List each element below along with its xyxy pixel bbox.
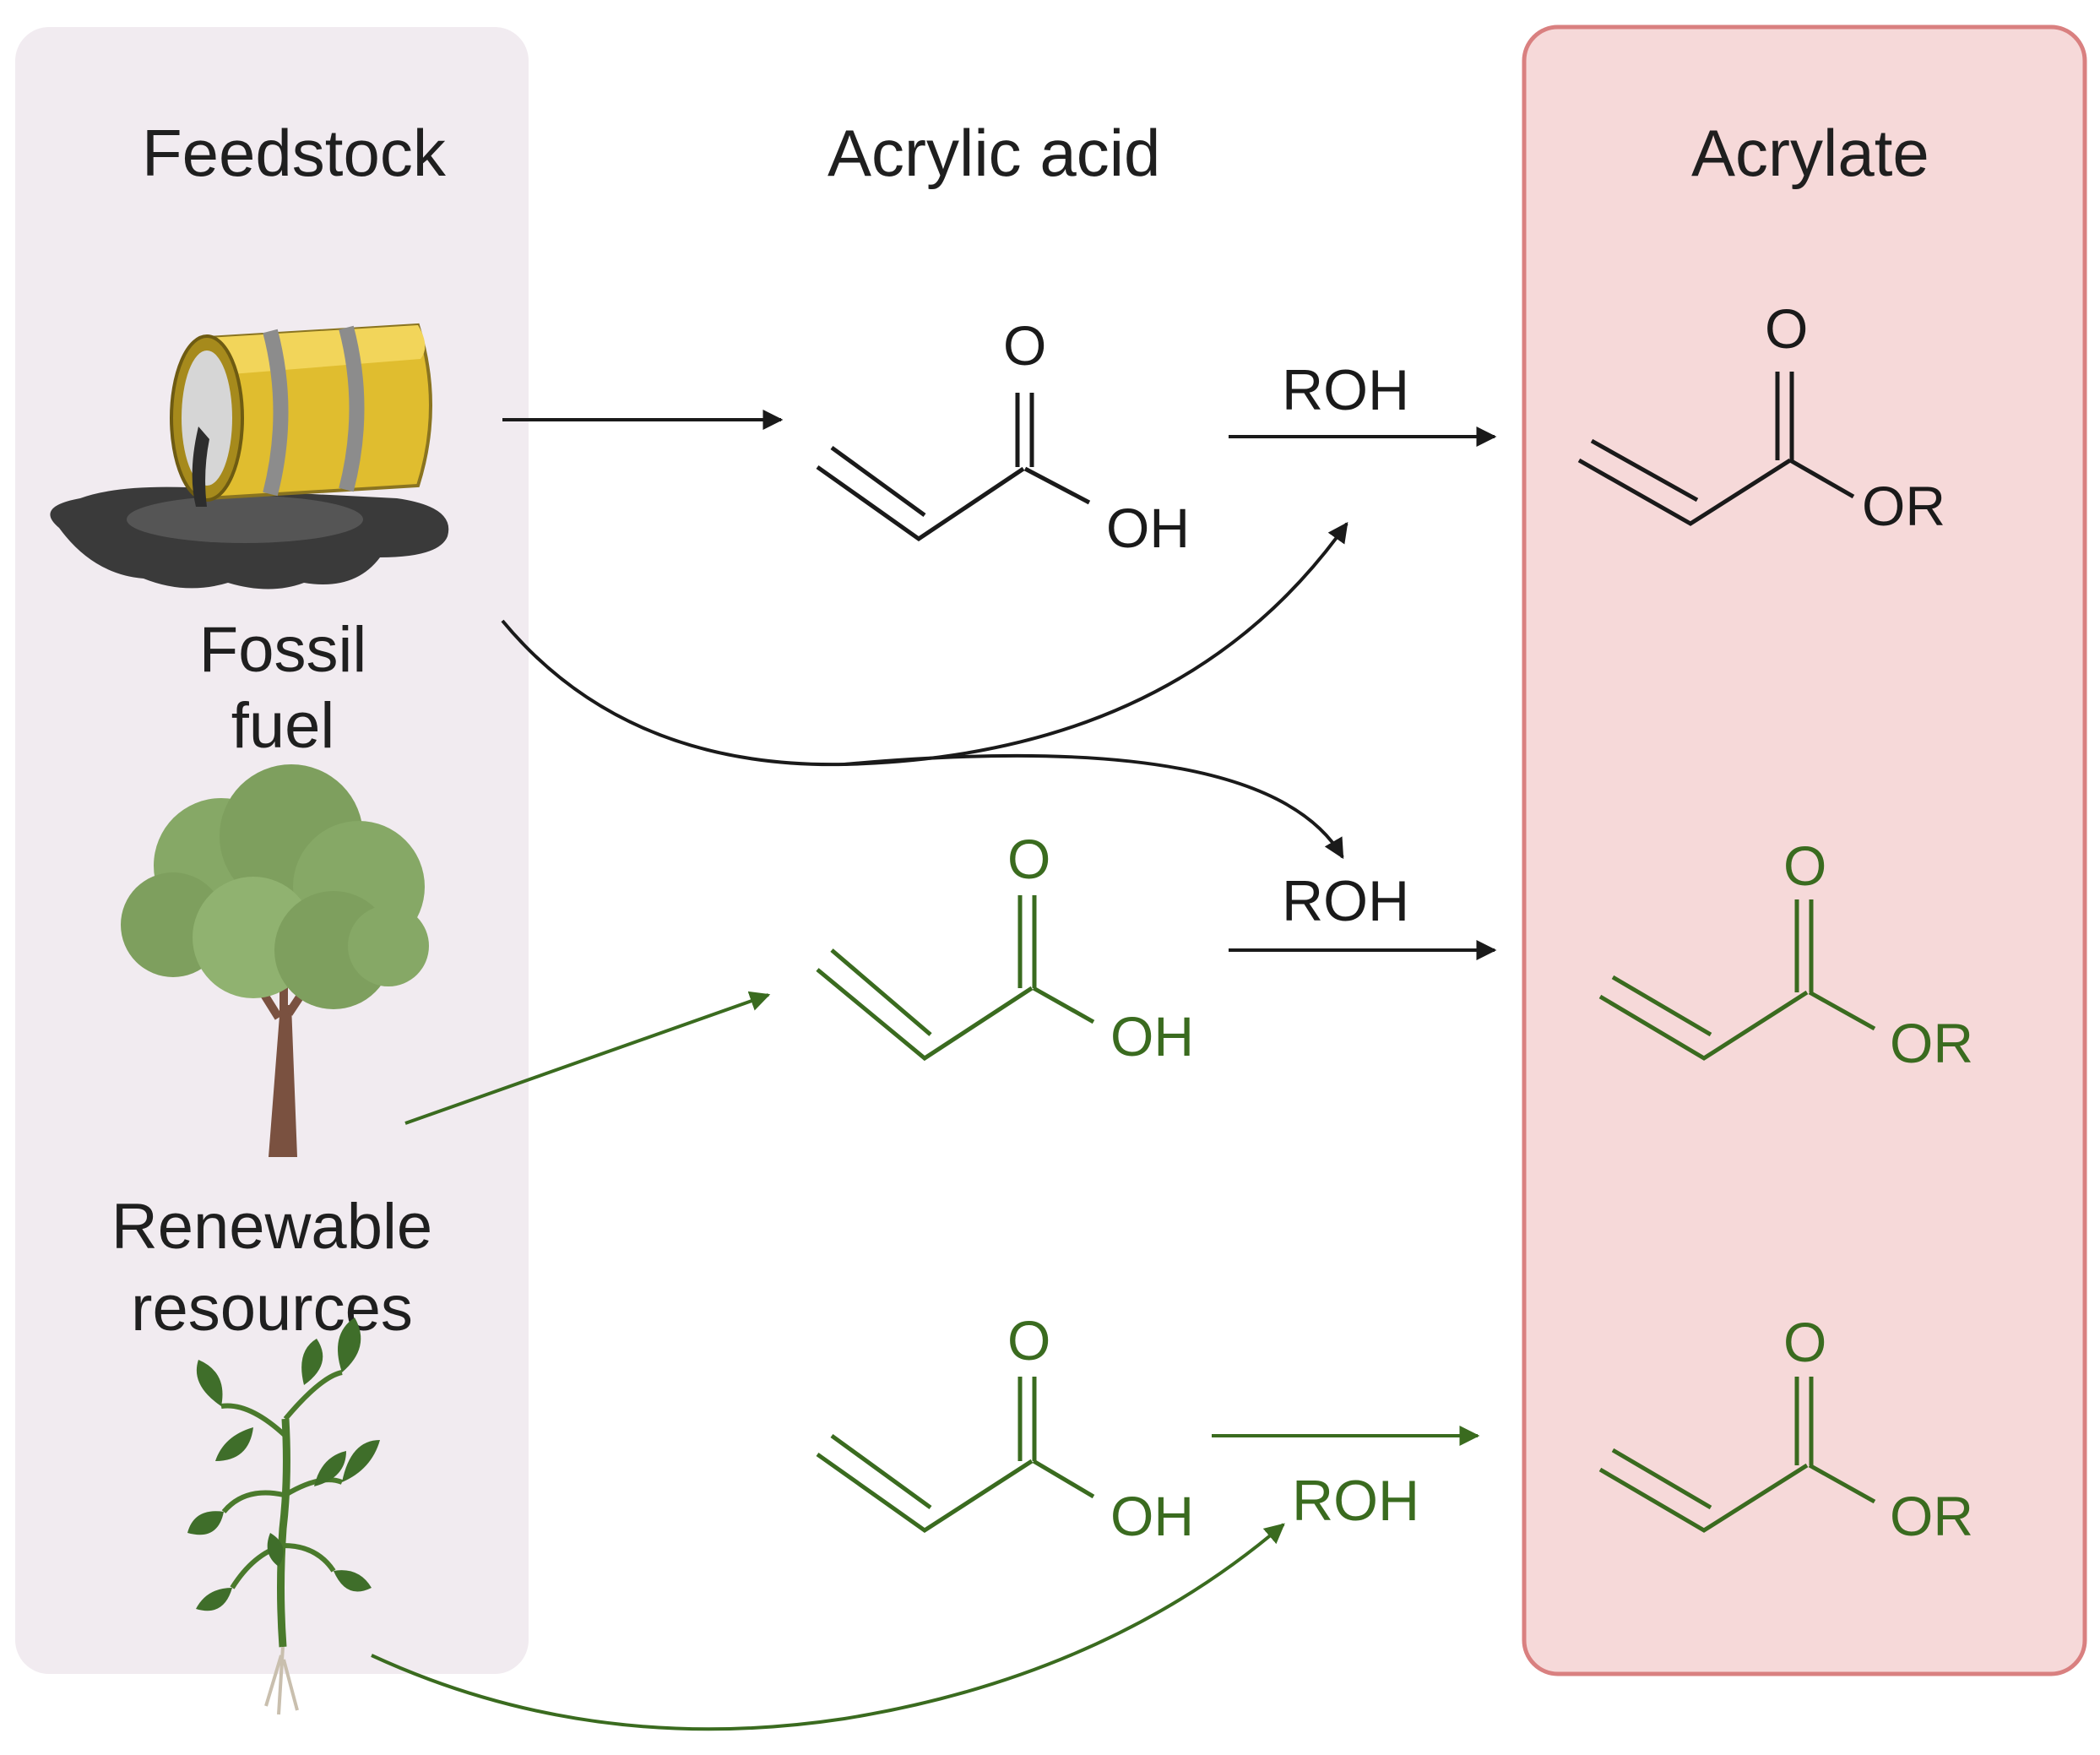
- carbonyl-o-2: O: [1007, 828, 1050, 890]
- carbonyl-o-5: O: [1783, 834, 1826, 897]
- tree-icon: [121, 764, 429, 1157]
- acid-oh-3: OH: [1110, 1485, 1194, 1547]
- renewable-label-line2: resources: [131, 1273, 413, 1345]
- ester-or-2: OR: [1890, 1012, 1973, 1074]
- roh-label-1: ROH: [1282, 358, 1409, 422]
- acrylate-molecule-fossil: [1577, 372, 1855, 526]
- carbonyl-o-1: O: [1003, 314, 1046, 377]
- roh-label-3: ROH: [1292, 1469, 1419, 1533]
- arrow-plant-to-roh: [371, 1523, 1285, 1731]
- arrow-fossil-to-roh: [844, 753, 1344, 860]
- acid-oh-2: OH: [1110, 1005, 1194, 1068]
- carbonyl-o-3: O: [1007, 1309, 1050, 1372]
- carbonyl-o-6: O: [1783, 1311, 1826, 1373]
- acrylic-acid-molecule-fossil: [816, 393, 1091, 542]
- roh-label-2: ROH: [1282, 869, 1409, 933]
- fossil-label-line2: fuel: [231, 690, 335, 762]
- arrow-fossil-direct-to-acrylate: [501, 522, 1348, 767]
- plant-seedling-icon: [187, 1318, 380, 1715]
- acrylate-molecule-renewable-1: [1598, 899, 1876, 1061]
- feedstock-heading: Feedstock: [142, 116, 447, 190]
- acrylate-molecule-renewable-2: [1598, 1377, 1876, 1533]
- carbonyl-o-4: O: [1765, 297, 1808, 360]
- acrylic-acid-heading: Acrylic acid: [828, 116, 1160, 190]
- renewable-label-line1: Renewable: [111, 1191, 432, 1263]
- ester-or-3: OR: [1890, 1485, 1973, 1547]
- acrylate-panel: [1522, 24, 2087, 1676]
- acrylic-acid-molecule-renewable-1: [816, 895, 1095, 1062]
- acid-oh-1: OH: [1106, 497, 1190, 559]
- oil-barrel-spill-icon: [50, 323, 449, 590]
- arrow-tree-to-acid: [404, 991, 771, 1125]
- acrylate-heading: Acrylate: [1691, 116, 1929, 190]
- fossil-label-line1: Fossil: [199, 614, 366, 686]
- acrylic-acid-molecule-renewable-2: [816, 1377, 1095, 1534]
- ester-or-1: OR: [1862, 475, 1945, 537]
